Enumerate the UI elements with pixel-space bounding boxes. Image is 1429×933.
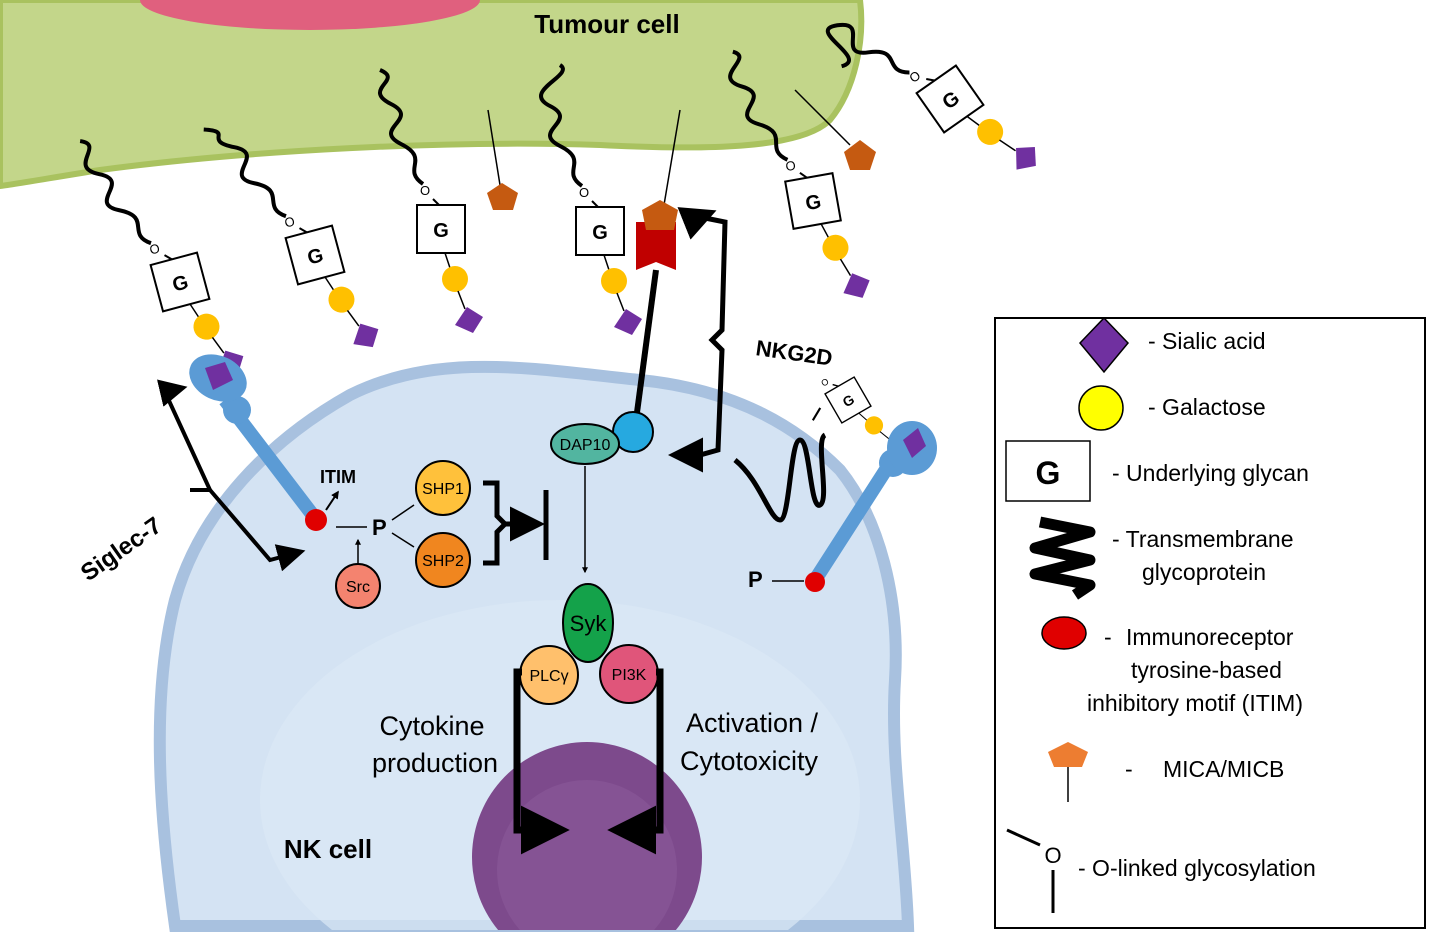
itim-label: ITIM [320,467,356,487]
glycan-icon [784,172,842,230]
legend-itim-dash: - [1104,624,1112,650]
mica-ligands [487,89,876,210]
o-linked-label: O [784,158,797,175]
glycan-label: G [305,244,326,269]
glycan-icon [575,206,625,256]
glycan-icon [824,376,872,424]
glycan-label: G [804,191,823,215]
tumour-cell: Tumour cell [0,0,865,190]
sialic-acid-icon [1078,316,1130,374]
legend-o-linked: - O-linked glycosylation [1078,855,1316,881]
legend-glycan-symbol: G [1036,455,1061,491]
glycan-icon [149,251,211,313]
glycan-label: G [433,220,449,242]
glycan-label: G [592,222,608,244]
src-label: Src [346,579,370,596]
o-linked-label: O [148,240,162,257]
glycan-chain: OG [826,22,1036,170]
transmembrane-glycoprotein-icon [1029,516,1096,600]
legend-mica-dash: - [1125,756,1133,782]
shp1 [415,460,471,516]
tumour-nucleus [140,0,480,30]
sialic-acid-icon [614,309,642,335]
cytokine-label-2: production [372,748,498,778]
legend-itim-3: inhibitory motif (ITIM) [1087,690,1303,716]
itim-icon [1041,616,1087,650]
sialic-acid-icon [205,362,233,390]
legend-transmembrane: - Transmembrane [1112,526,1294,552]
legend: - Sialic acid - Galactose G - Underlying… [994,316,1426,929]
itim-icon [805,572,825,592]
activation-label-2: Cytotoxicity [680,746,819,776]
sialic-acid-icon [455,307,483,333]
sialic-acid-icon [353,323,379,348]
o-linked-label: O [906,68,923,86]
syk [562,583,614,663]
legend-itim-2: tyrosine-based [1131,657,1282,683]
glycan-icon [1005,440,1091,502]
mica-icon [487,183,518,210]
galactose-icon [193,313,220,340]
o-linked-label: O [420,183,430,198]
pi3k-label: PI3K [612,667,647,684]
shp1-label: SHP1 [422,481,464,498]
nkg2d-receptor: DAP10 NKG2D [550,109,834,473]
legend-itim: Immunoreceptor [1126,624,1294,650]
mica-icon [642,200,678,230]
tumour-cell-label: Tumour cell [534,9,679,39]
glycan-icon [416,204,466,254]
glycan-chain: OG [203,127,379,348]
glycan-label: G [170,271,191,296]
legend-sialic-acid: - Sialic acid [1148,328,1266,354]
legend-o-symbol: O [1044,843,1061,868]
nk-cell: NK cell [153,360,915,932]
activation-label: Activation / [686,708,819,738]
phosphate-label-right: P [748,567,763,592]
glycan-chain: OG [728,49,870,298]
galactose-icon [977,118,1004,145]
cytokine-label: Cytokine [379,711,484,741]
syk-pathway: Syk PLCγ PI3K Cytokine production Activa… [372,466,819,855]
glycan-icon [915,64,985,134]
siglec7-receptor-right: P [733,421,937,592]
galactose-icon [822,234,849,261]
legend-galactose: - Galactose [1148,394,1266,420]
galactose-icon [601,268,627,294]
galactose-icon [442,266,468,292]
o-linked-icon [1006,828,1041,847]
o-linked-label: O [283,213,297,230]
src [335,563,381,609]
legend-mica: MICA/MICB [1163,756,1284,782]
dap10-label: DAP10 [560,437,611,454]
legend-transmembrane-2: glycoprotein [1142,559,1266,585]
mica-icon [844,140,876,170]
glycan-chain: OG [539,63,642,335]
o-linked-label: O [579,185,589,200]
sialic-acid-icon [903,428,926,458]
glycan-chain: OG [811,376,905,454]
glycan-chain: OG [378,68,483,333]
dap10 [550,423,620,465]
o-linked-label: O [819,376,830,388]
plcg-label: PLCγ [529,668,568,685]
nkg2d-label: NKG2D [754,335,834,370]
shp2-label: SHP2 [422,553,464,570]
legend-underlying-glycan: - Underlying glycan [1112,460,1309,486]
sialic-acid-icon [1016,146,1036,170]
syk-label: Syk [570,611,608,636]
siglec7-label: Siglec-7 [76,512,167,587]
mica-icon [1048,742,1088,767]
nk-cell-label: NK cell [284,834,372,864]
phosphate-label: P [372,515,387,540]
shp2 [415,532,471,588]
itim-icon [305,509,327,531]
glycan-icon [284,224,346,286]
galactose-icon [328,286,355,313]
galactose-icon [1078,385,1124,431]
siglec7-receptor-left: Siglec-7 ITIM P Src SHP1 SHP2 [76,354,549,609]
sialic-acid-icon [843,273,870,298]
galactose-icon [864,416,884,435]
